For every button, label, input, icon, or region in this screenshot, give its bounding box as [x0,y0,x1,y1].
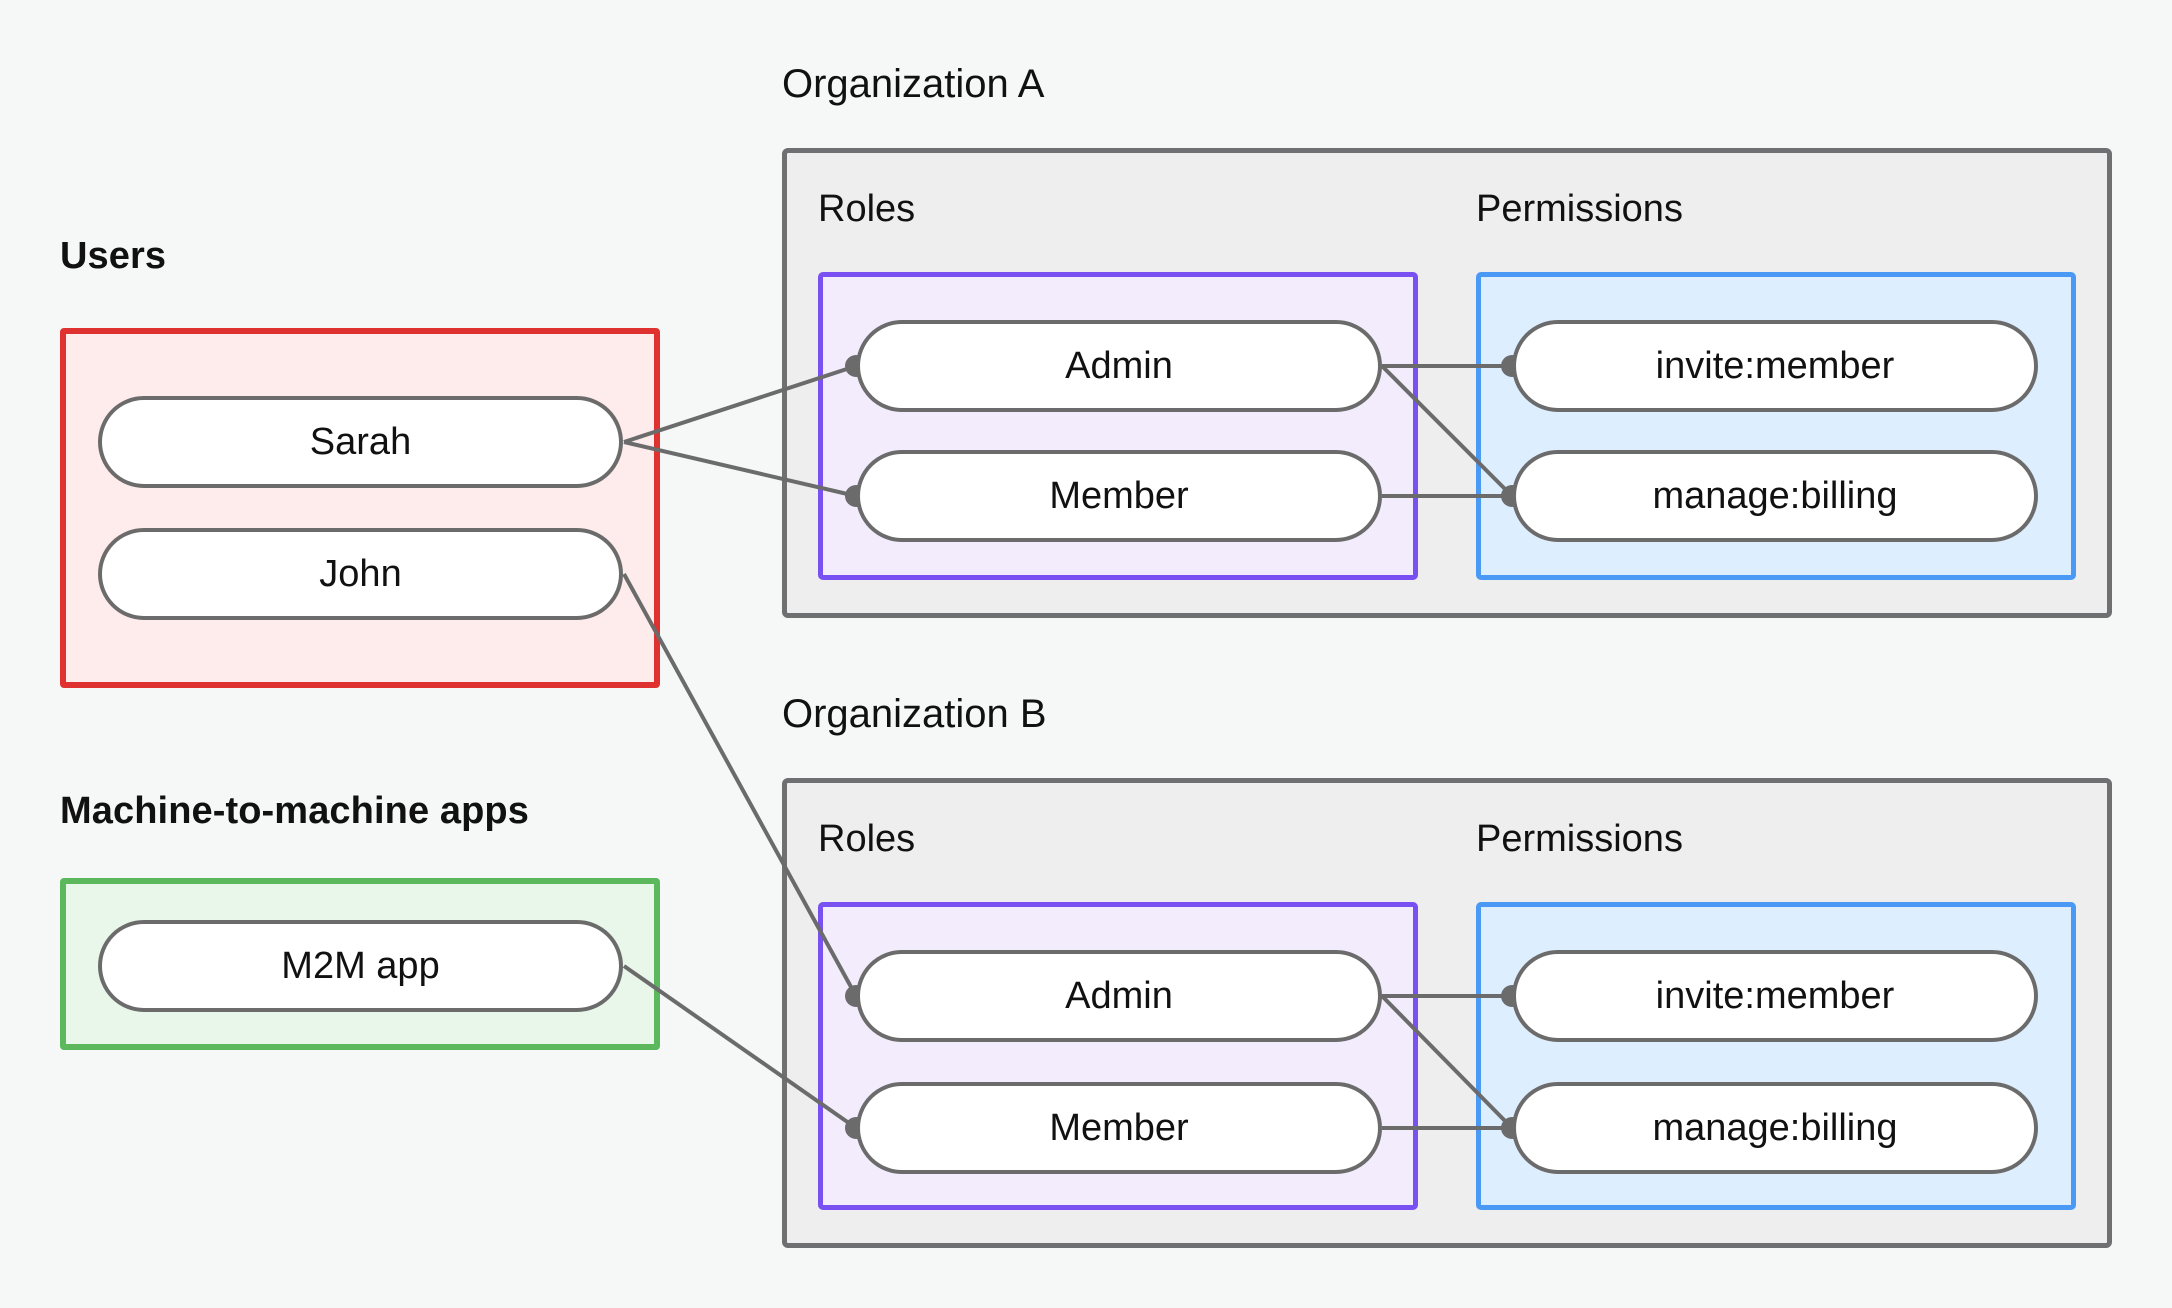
organization-a-permissions-label: Permissions [1476,188,1683,230]
organization-b-role-pill-admin[interactable]: Admin [856,950,1382,1042]
organization-b-roles-label: Roles [818,818,916,860]
organization-a-role-pill-member[interactable]: Member [856,450,1382,542]
organization-a-roles-label: Roles [818,188,916,230]
organization-a-permission-pill-invite-member[interactable]: invite:member [1512,320,2038,412]
machine-apps-group-label: Machine-to-machine apps [60,790,529,832]
organization-b-permission-pill-invite-member[interactable]: invite:member [1512,950,2038,1042]
organization-b-role-pill-member[interactable]: Member [856,1082,1382,1174]
machine-app-pill-m2m[interactable]: M2M app [98,920,623,1012]
organization-a-role-pill-admin[interactable]: Admin [856,320,1382,412]
organization-b-permissions-label: Permissions [1476,818,1683,860]
organization-b-label: Organization B [782,692,1047,736]
organization-a-label: Organization A [782,62,1045,106]
user-pill-john[interactable]: John [98,528,623,620]
user-pill-sarah[interactable]: Sarah [98,396,623,488]
users-group-box [60,328,660,688]
users-group-label: Users [60,235,167,277]
organization-a-permission-pill-manage-billing[interactable]: manage:billing [1512,450,2038,542]
organization-b-permission-pill-manage-billing[interactable]: manage:billing [1512,1082,2038,1174]
